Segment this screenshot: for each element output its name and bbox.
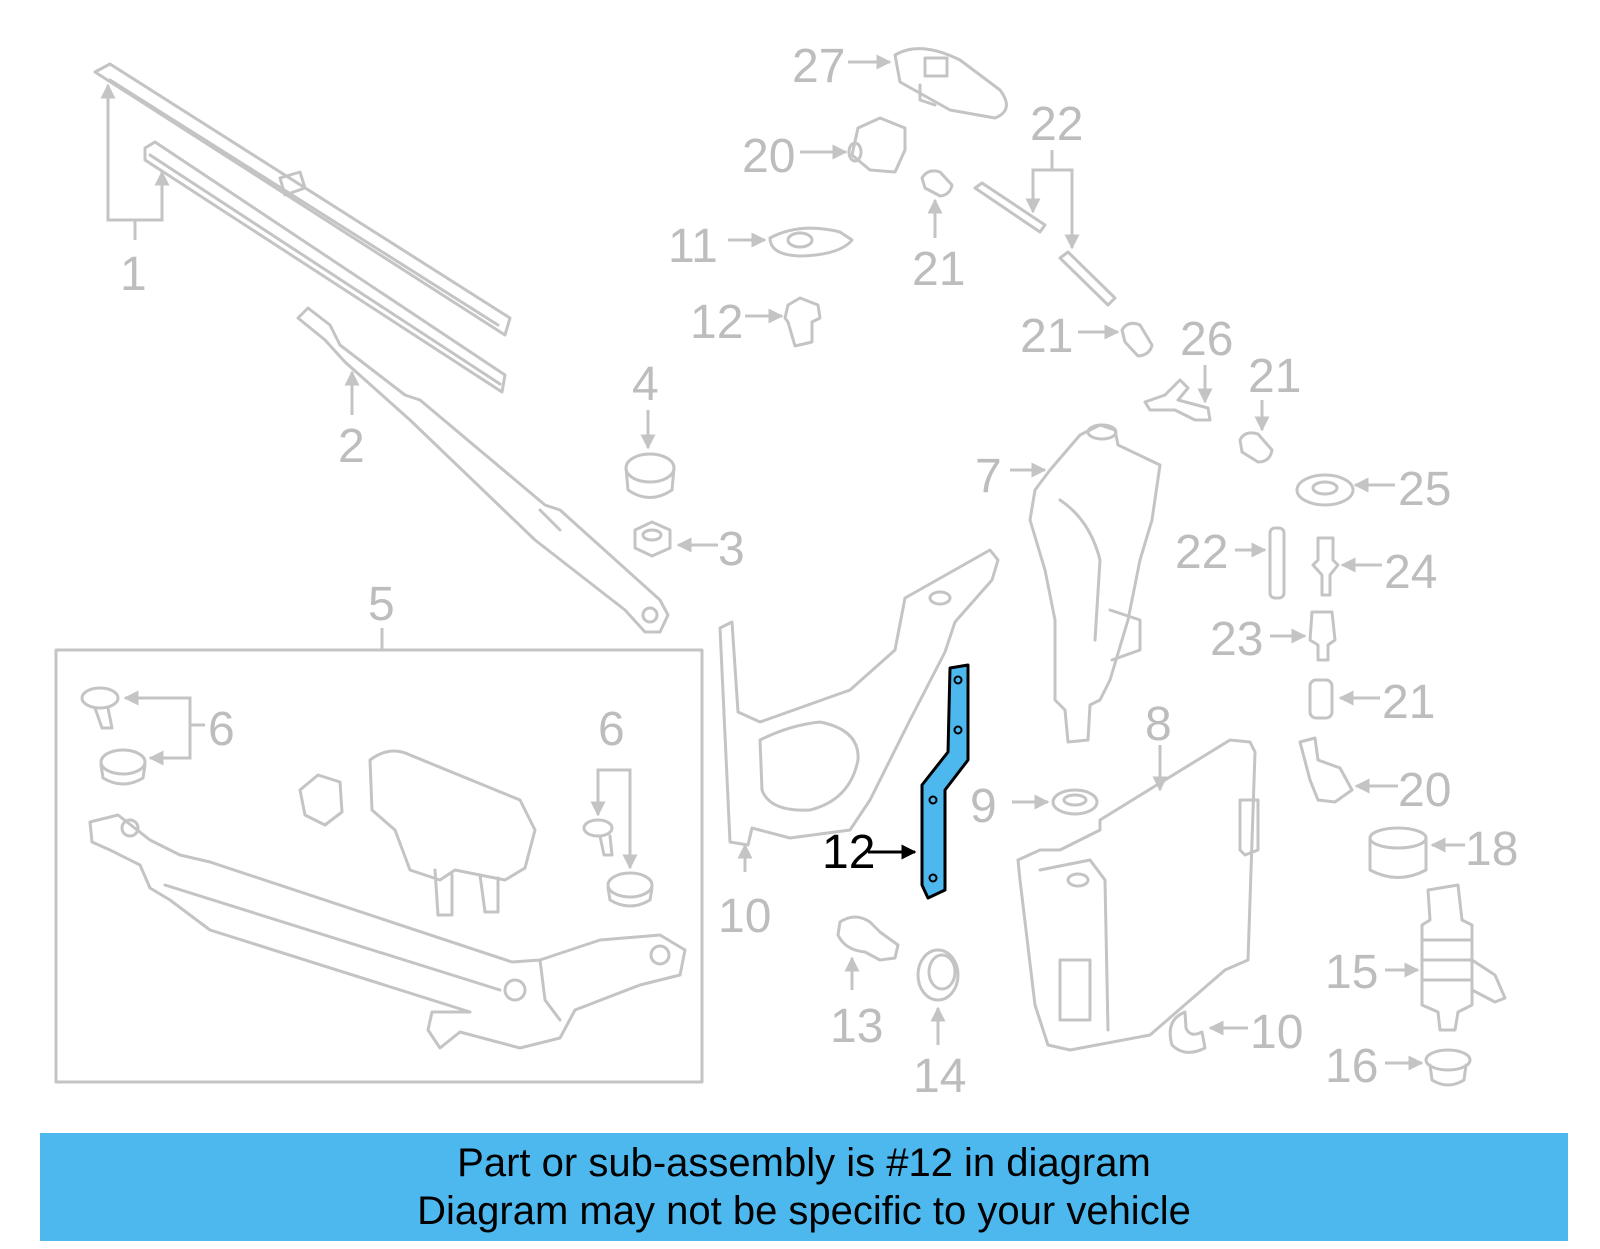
part-15-connector bbox=[836, 915, 900, 962]
callout-19: 18 bbox=[1465, 823, 1518, 876]
leader-22b bbox=[1052, 168, 1080, 250]
part-18-grommet bbox=[1424, 1048, 1472, 1087]
callout-17: 15 bbox=[1325, 946, 1378, 999]
part-4-cap bbox=[624, 452, 676, 499]
callout-23: 23 bbox=[1210, 613, 1263, 666]
banner-line-disclaimer: Diagram may not be specific to your vehi… bbox=[417, 1189, 1191, 1233]
part-17-pump bbox=[1420, 883, 1507, 1032]
callout-18: 16 bbox=[1325, 1040, 1378, 1093]
leader-1b bbox=[135, 170, 170, 222]
callout-26: 26 bbox=[1180, 313, 1233, 366]
callout-20a: 20 bbox=[742, 130, 795, 183]
callout-27: 27 bbox=[792, 40, 845, 93]
part-13-grommet bbox=[768, 226, 854, 258]
callout-5: 5 bbox=[368, 578, 395, 631]
callout-22a: 22 bbox=[1030, 98, 1083, 151]
callout-9: 9 bbox=[970, 780, 997, 833]
info-banner: Part or sub-assembly is #12 in diagram D… bbox=[40, 1133, 1568, 1241]
part-3-nut bbox=[633, 520, 672, 558]
part-5-linkage-box bbox=[54, 648, 704, 1084]
part-14-clip bbox=[783, 296, 822, 348]
leader-6d bbox=[615, 768, 638, 870]
callout-24: 24 bbox=[1384, 546, 1437, 599]
callout-4: 4 bbox=[632, 358, 659, 411]
part-1-wiper-blades bbox=[93, 62, 512, 394]
banner-line-part: Part or sub-assembly is #12 in diagram bbox=[457, 1141, 1151, 1185]
callout-14: 12 bbox=[690, 296, 743, 349]
part-6-bushing-left bbox=[80, 686, 147, 786]
callout-11: 10 bbox=[718, 890, 771, 943]
leader-6c bbox=[590, 768, 615, 817]
callout-21d: 21 bbox=[1382, 676, 1435, 729]
part-22-hose-a bbox=[973, 181, 1117, 307]
part-25-grommet bbox=[1295, 473, 1355, 507]
leader-6b bbox=[148, 725, 192, 766]
callout-25: 25 bbox=[1398, 463, 1451, 516]
callout-21b: 21 bbox=[1020, 310, 1073, 363]
callout-21a: 21 bbox=[912, 243, 965, 296]
callout-6a: 6 bbox=[208, 703, 235, 756]
callout-13: 11 bbox=[668, 220, 718, 273]
part-8-washer-tank bbox=[1016, 738, 1260, 1052]
callout-3: 3 bbox=[718, 523, 745, 576]
leader-22a bbox=[1025, 150, 1054, 214]
part-21-connector-d bbox=[1308, 678, 1334, 720]
callout-6b: 6 bbox=[598, 703, 625, 756]
callout-12: 12 bbox=[822, 826, 875, 879]
part-21-connector-b bbox=[1120, 321, 1154, 358]
part-23-nozzle bbox=[1308, 610, 1337, 662]
part-10-clip bbox=[1168, 1010, 1207, 1054]
leader-6a bbox=[123, 690, 205, 727]
part-19-ring bbox=[1368, 826, 1428, 879]
part-16-ring bbox=[916, 948, 960, 1002]
part-6-bushing-right bbox=[582, 818, 654, 908]
callout-16: 14 bbox=[913, 1050, 966, 1103]
callout-8: 8 bbox=[1145, 698, 1172, 751]
part-2-wiper-arm bbox=[296, 306, 670, 634]
part-5-linkage-bar bbox=[88, 813, 687, 1050]
part-22-hose-b bbox=[1268, 526, 1286, 600]
part-20-connector-top bbox=[847, 116, 907, 174]
callout-20b: 20 bbox=[1398, 764, 1451, 817]
callout-1: 1 bbox=[120, 248, 147, 301]
part-21-connector-c bbox=[1238, 431, 1274, 464]
callout-22b: 22 bbox=[1175, 526, 1228, 579]
callout-21c: 21 bbox=[1248, 350, 1301, 403]
leader-1 bbox=[100, 83, 137, 240]
part-7-reservoir bbox=[1028, 423, 1162, 744]
part-24-valve bbox=[1311, 536, 1340, 597]
part-26-tee bbox=[1143, 378, 1212, 422]
callout-7: 7 bbox=[975, 450, 1002, 503]
part-21-connector-a bbox=[920, 169, 954, 198]
part-12-bracket-strap bbox=[920, 663, 970, 900]
callout-10: 10 bbox=[1250, 1006, 1303, 1059]
callout-15: 13 bbox=[830, 1000, 883, 1053]
part-9-seal bbox=[1051, 788, 1099, 816]
part-27-sensor bbox=[893, 47, 1008, 120]
part-11-bracket bbox=[718, 548, 1000, 847]
callout-2: 2 bbox=[338, 420, 365, 473]
part-5-wiper-motor bbox=[298, 749, 537, 917]
part-20-connector-bottom bbox=[1298, 736, 1354, 804]
